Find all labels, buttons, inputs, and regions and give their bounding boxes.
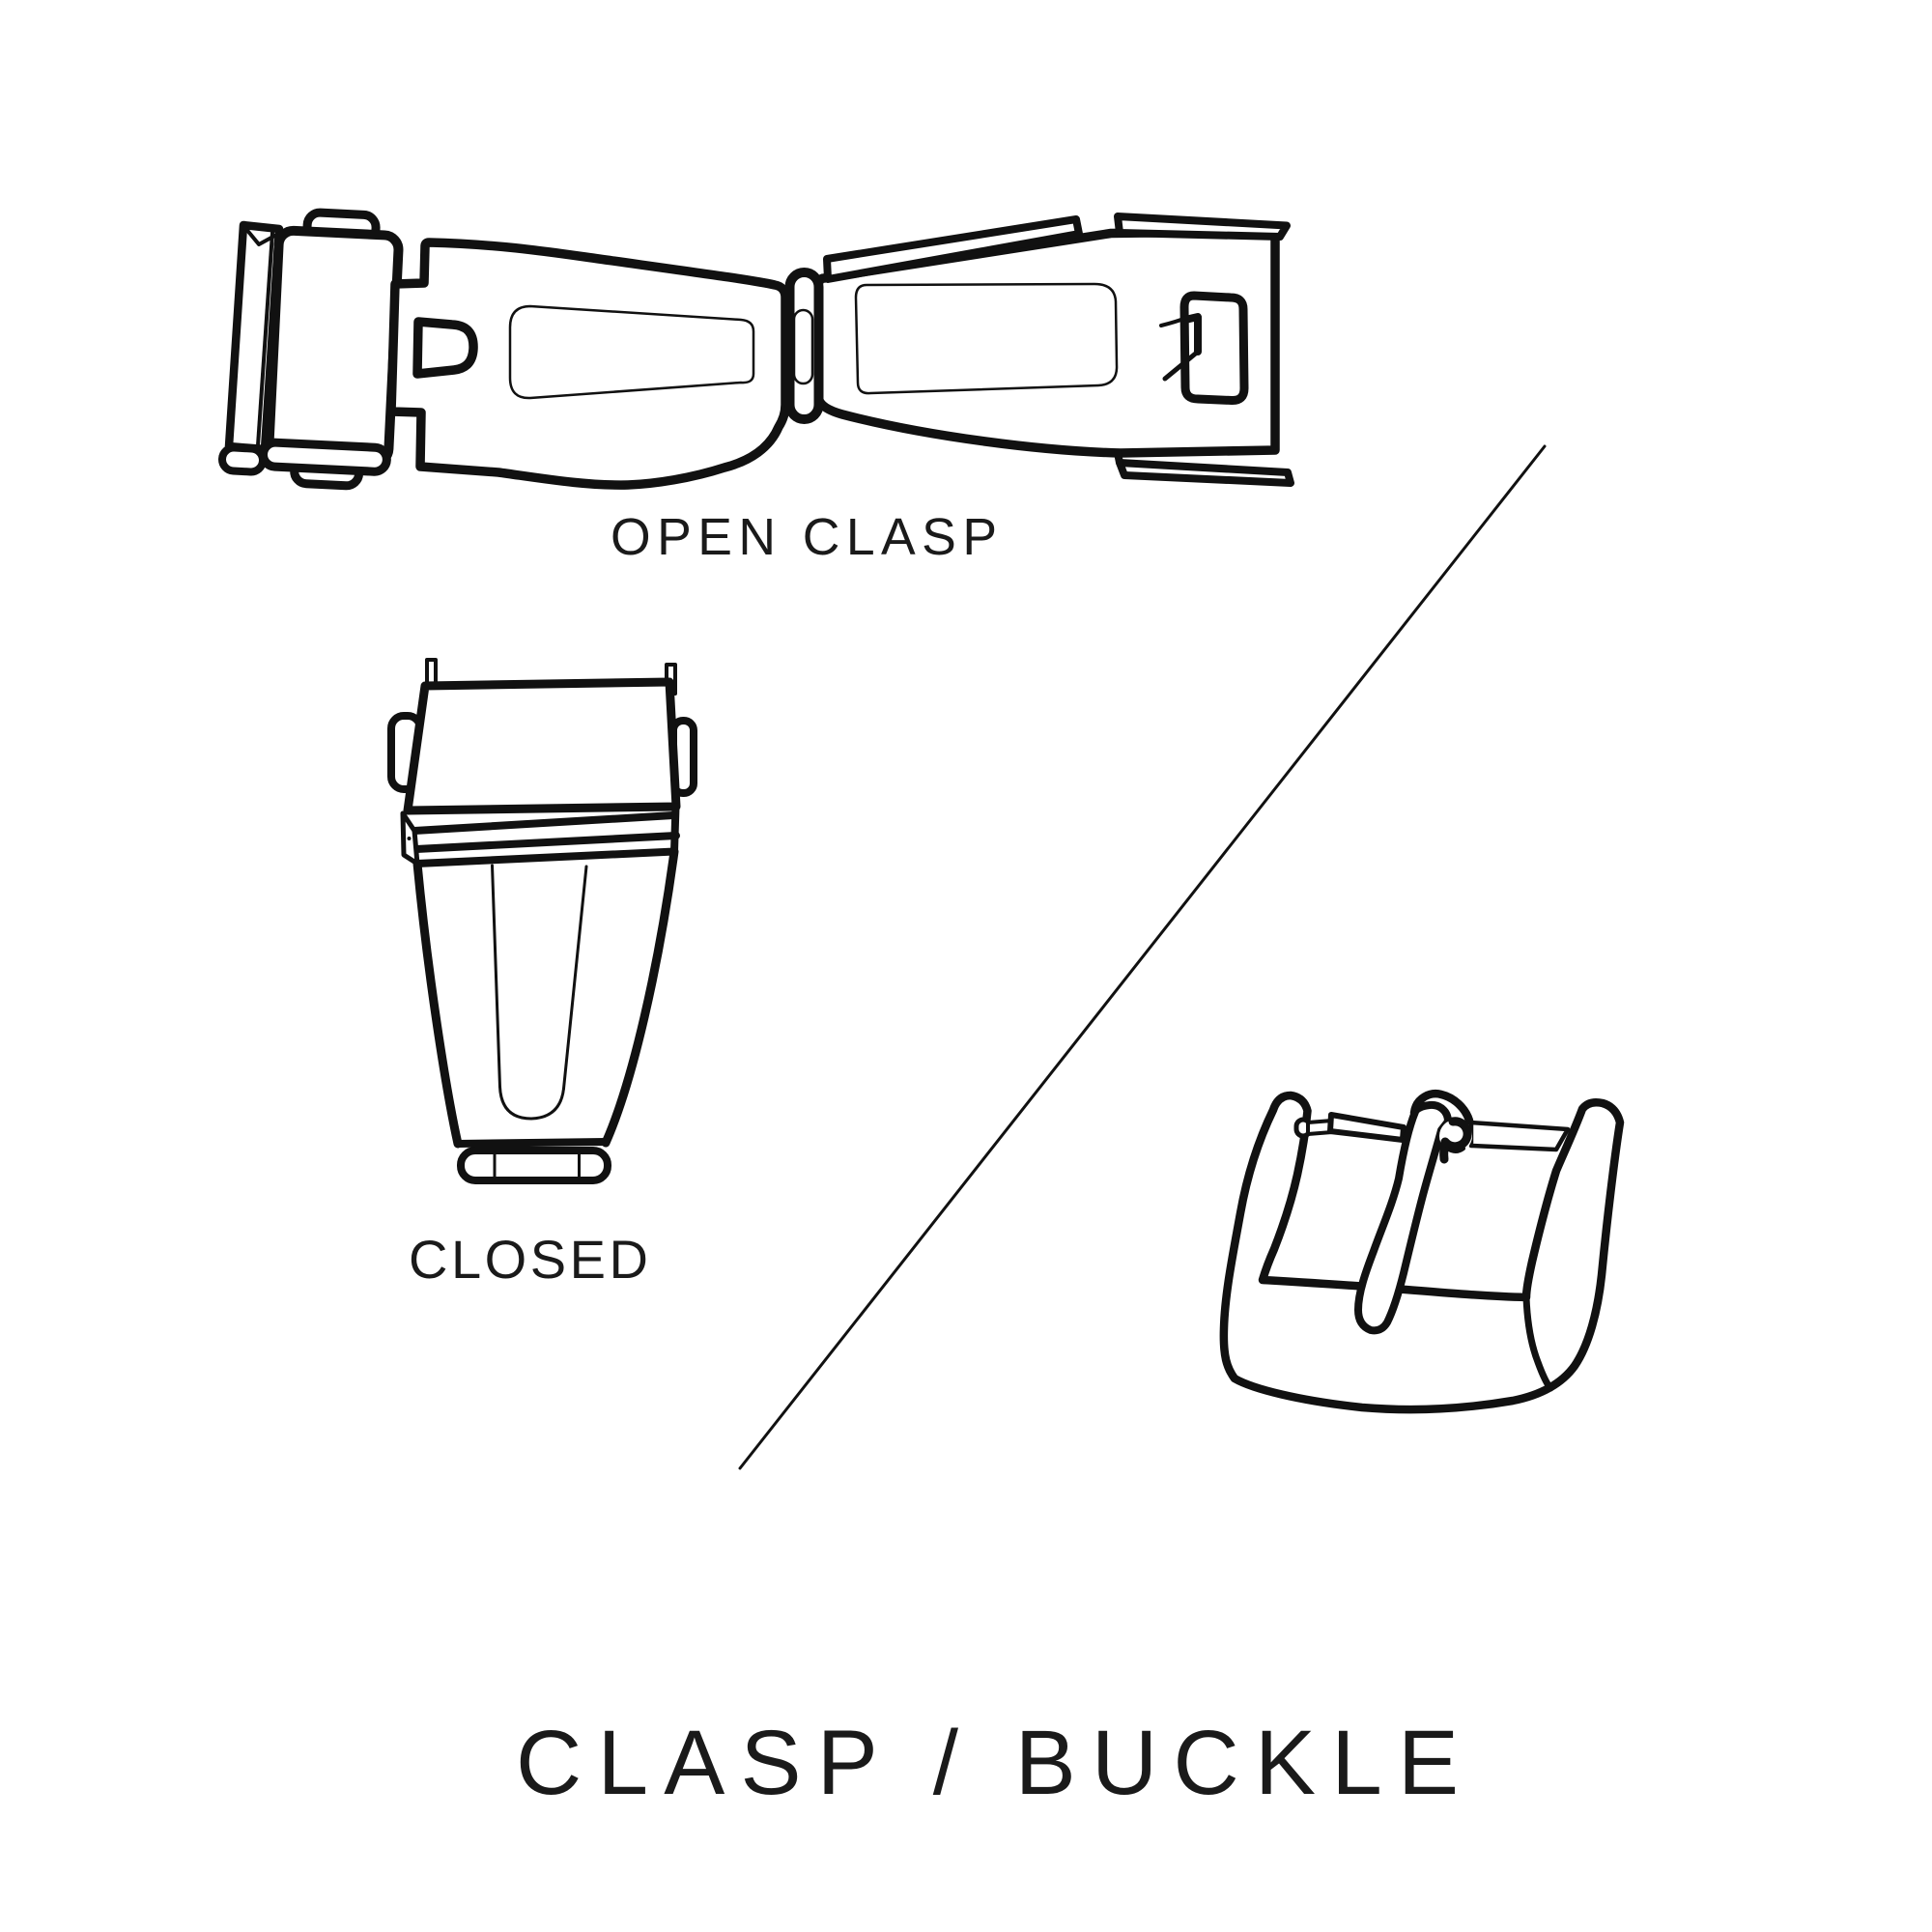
svg-text:CLASP / BUCKLE: CLASP / BUCKLE [516,1712,1459,1814]
svg-text:OPEN CLASP: OPEN CLASP [611,509,997,566]
